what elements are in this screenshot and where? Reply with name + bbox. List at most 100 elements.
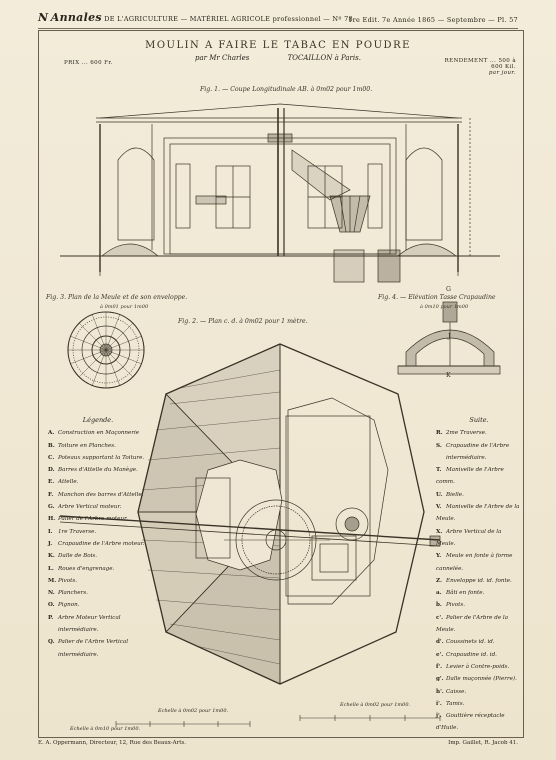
legend-right-item: d'.Coussinets id. id. bbox=[436, 636, 522, 648]
legend-left-item: O.Pignon. bbox=[48, 599, 148, 611]
legend-right-item: T.Manivelle de l'Arbre comm. bbox=[436, 464, 522, 489]
legend-left-item: G.Arbre Vertical moteur. bbox=[48, 501, 148, 513]
yield-line2: par jour. bbox=[488, 70, 516, 76]
legend-right-item: X.Arbre Vertical de la Meule. bbox=[436, 526, 522, 551]
legend-left-key: G. bbox=[48, 504, 55, 511]
legend-right-text: Dalle maçonnée (Pierre). bbox=[446, 676, 517, 683]
legend-left-key: P. bbox=[48, 614, 54, 621]
legend-left-key: A. bbox=[48, 430, 55, 437]
legend-left-text: Roues d'engrenage. bbox=[58, 565, 115, 572]
footer-publisher: E. A. Oppermann, Directeur, 12, Rue des … bbox=[38, 740, 187, 746]
legend-left-text: Palier de l'Arbre moteur. bbox=[58, 516, 128, 523]
subtitle-by: par Mr Charles bbox=[195, 54, 250, 62]
legend-right-item: i'.Tamis. bbox=[436, 698, 522, 710]
legend-left-key: F. bbox=[48, 491, 54, 498]
legend-right-item: h'.Caisse. bbox=[436, 686, 522, 698]
legend-right-key: j'. bbox=[436, 713, 442, 720]
legend-right-item: Y.Meule en fonte à forme cannelée. bbox=[436, 550, 522, 575]
legend-right-text: Pivots. bbox=[446, 602, 465, 609]
legend-left-item: intermédiaire. bbox=[48, 624, 148, 636]
legend-left-item: C.Poteaux supportant la Toiture. bbox=[48, 452, 148, 464]
legend-left-text: Arbre Vertical moteur. bbox=[58, 504, 122, 511]
fig4-elevation bbox=[397, 301, 501, 375]
legend-left-text: 1re Traverse. bbox=[58, 528, 97, 535]
plate-title: MOULIN A FAIRE LE TABAC EN POUDRE bbox=[145, 40, 411, 51]
legend-right-text: Manivelle de l'Arbre de la Meule. bbox=[436, 504, 520, 523]
legend-left-key: H. bbox=[48, 516, 56, 523]
legend-left-text: intermédiaire. bbox=[58, 627, 99, 634]
fig3-millstone bbox=[67, 311, 145, 389]
legend-right-text: Palier de l'Arbre de la Meule. bbox=[436, 614, 509, 634]
legend-left-key: K. bbox=[48, 553, 55, 560]
legend-right-key: f'. bbox=[436, 663, 443, 670]
legend-right-text: Bâti en fonte. bbox=[446, 590, 485, 597]
legend-right-key: b. bbox=[436, 602, 442, 609]
legend-right-key: Y. bbox=[436, 553, 442, 560]
fig2-plan bbox=[59, 343, 441, 685]
legend-left-item: D.Barres d'Attelle du Manège. bbox=[48, 464, 148, 476]
legend-left-key: I. bbox=[48, 528, 53, 535]
legend-right-item: Z. Enveloppe id. id. fonte. bbox=[436, 575, 522, 587]
legend-left-text: Construction en Maçonnerie bbox=[58, 430, 140, 437]
legend-left-item: H.Palier de l'Arbre moteur. bbox=[48, 513, 148, 525]
legend-right-key: R. bbox=[436, 430, 443, 437]
legend-left-key: D. bbox=[48, 467, 55, 474]
legend-left-text: Attelle. bbox=[58, 479, 79, 486]
header-left: N Annales DE L'AGRICULTURE — MATÉRIEL AG… bbox=[38, 11, 353, 24]
legend-left-text: Palier de l'Arbre Vertical bbox=[58, 639, 129, 646]
legend-left-text: Planchers. bbox=[58, 590, 88, 597]
legend-left-item: F.Manchon des barres d'Attelle. bbox=[48, 489, 148, 501]
legend-right-key: T. bbox=[436, 467, 442, 474]
legend-left-item: P.Arbre Moteur Vertical bbox=[48, 612, 148, 624]
legend-left-key: B. bbox=[48, 442, 55, 449]
legend-right-key: S. bbox=[436, 442, 442, 449]
scale-label-2: Echelle à 0m10 pour 1m00. bbox=[70, 726, 141, 732]
fig4-scale: à 0m10 pour 1m00 bbox=[420, 304, 469, 310]
yield-line1: RENDEMENT ... 500 à 600 Kil. bbox=[444, 58, 516, 70]
legend-right-text: Crapaudine id. id. bbox=[446, 651, 497, 658]
legend-right-text: Coussinets id. id. bbox=[446, 639, 495, 646]
plate-subtitle: par Mr Charles TOCAILLON à Paris. bbox=[0, 54, 556, 62]
header-left-rest: DE L'AGRICULTURE — MATÉRIEL AGRICOLE pro… bbox=[104, 15, 353, 23]
fig4-caption: Fig. 4. — Elévation Tasse Crapaudine bbox=[378, 294, 496, 301]
legend-right-text: 2me Traverse. bbox=[446, 430, 487, 437]
legend-right-item: U.Bielle. bbox=[436, 489, 522, 501]
legend-right-key: V. bbox=[436, 504, 442, 511]
legend-right-key: X. bbox=[436, 528, 443, 535]
scale-label-1: Echelle à 0m02 pour 1m00. bbox=[158, 708, 229, 714]
legend-left-item: N.Planchers. bbox=[48, 587, 148, 599]
legend-left-item: Q.Palier de l'Arbre Vertical bbox=[48, 636, 148, 648]
legend-right: Suite. R.2me Traverse.S.Crapaudine de l'… bbox=[436, 414, 522, 735]
legend-left-key: E. bbox=[48, 479, 55, 486]
legend-left-item: J.Crapaudine de l'Arbre moteur. bbox=[48, 538, 148, 550]
legend-right-text: Bielle. bbox=[446, 491, 464, 498]
header-prefix: N bbox=[38, 11, 49, 24]
legend-right-text: Enveloppe id. id. fonte. bbox=[446, 577, 512, 584]
legend-right-item: c'.Palier de l'Arbre de la Meule. bbox=[436, 612, 522, 637]
legend-right-text: Tamis. bbox=[446, 700, 465, 707]
legend-right-key: c'. bbox=[436, 614, 444, 621]
legend-right-item: R.2me Traverse. bbox=[436, 427, 522, 439]
fig1-section bbox=[60, 103, 500, 283]
legend-left-item: M.Pivots. bbox=[48, 575, 148, 587]
legend-left-key: Q. bbox=[48, 639, 55, 646]
legend-left-item: A.Construction en Maçonnerie bbox=[48, 427, 148, 439]
header-right: 1re Edit. 7e Année 1865 — Septembre — Pl… bbox=[348, 16, 518, 24]
legend-right-key: e'. bbox=[436, 651, 444, 658]
legend-right-item: g'.Dalle maçonnée (Pierre). bbox=[436, 673, 522, 685]
legend-right-key: g'. bbox=[436, 676, 444, 683]
legend-right-item: j'.Gouttière réceptacle d'Huile. bbox=[436, 710, 522, 735]
legend-right-key: Z. bbox=[436, 577, 442, 584]
fig4-letter-j: J bbox=[448, 333, 451, 340]
fig3-caption: Fig. 3. Plan de la Meule et de son envel… bbox=[46, 294, 188, 301]
legend-right-text: Gouttière réceptacle d'Huile. bbox=[436, 713, 505, 732]
legend-left-text: Poteaux supportant la Toiture. bbox=[58, 454, 145, 461]
legend-left-text: intermédiaire. bbox=[58, 651, 99, 658]
legend-right-item: e'.Crapaudine id. id. bbox=[436, 649, 522, 661]
legend-right-item: intermédiaire. bbox=[436, 452, 522, 464]
legend-left-key: M. bbox=[48, 577, 57, 584]
legend-left-text: Pivots. bbox=[58, 577, 77, 584]
